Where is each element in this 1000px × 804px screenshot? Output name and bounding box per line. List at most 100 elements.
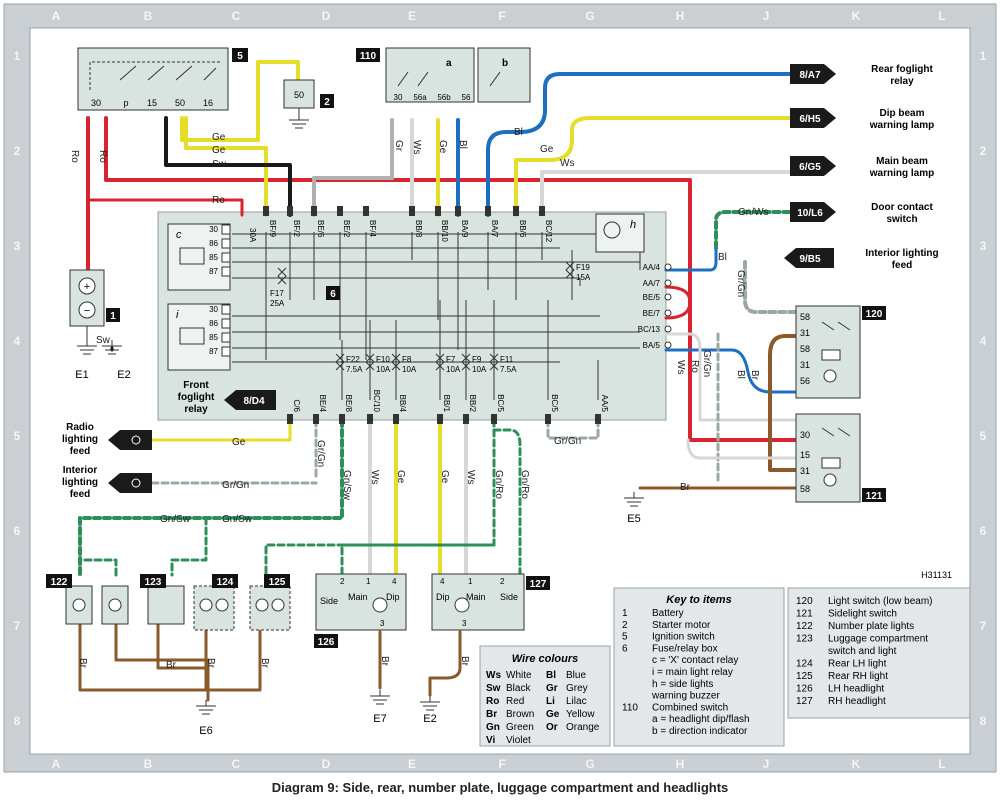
headlight-127-pin-4: 4 (440, 577, 445, 586)
fuse-name-F17: F17 (270, 289, 284, 298)
fuse-symbol (489, 353, 499, 371)
wire-gnsw-123 (170, 516, 208, 577)
connector-right-AA-4: AA/4 (643, 263, 661, 272)
buzzer-h-label: h (630, 219, 636, 231)
headlight-127-pin-3: 3 (462, 619, 467, 628)
connector-bottom-BC-5: BC/5 (496, 394, 505, 412)
headlight-127-dip: Dip (436, 592, 450, 602)
connector-top-BB-8: BB/8 (414, 220, 423, 238)
connector-bottom-BE-4: BE/4 (318, 395, 327, 413)
ref-arrow-shape (224, 390, 276, 410)
wire-label: Gn/Ro (519, 470, 530, 499)
fuse-rating-F7: 10A (446, 365, 461, 374)
grid-col-J: J (763, 9, 770, 23)
relay-c-pin-86: 86 (209, 239, 218, 248)
grid-row-4: 4 (14, 334, 21, 348)
key-description: switch and light (828, 646, 897, 657)
headlight-126-pin-2: 2 (340, 577, 345, 586)
fuse-symbol (435, 353, 445, 371)
grid-col-E: E (408, 9, 416, 23)
key-title: Key to items (666, 594, 731, 606)
lamp-number-122: 122 (51, 577, 68, 588)
connector-right-AA-7: AA/7 (643, 279, 661, 288)
connector-right-BE-5: BE/5 (643, 293, 661, 302)
wire-white-15 (686, 438, 802, 460)
battery-minus-icon: − (84, 305, 90, 317)
wire-label: Ro (97, 150, 108, 163)
ref-label-line2: foglight (178, 392, 215, 403)
ref-code: 6/H5 (799, 114, 821, 125)
wire-colour-name: White (506, 670, 532, 681)
key-description: Ignition switch (652, 632, 715, 643)
ref-label-line2: feed (892, 260, 913, 271)
fuse-symbol (277, 267, 287, 285)
key-number: 126 (796, 684, 813, 695)
starter-motor: 50 2 (283, 79, 334, 129)
connector-bottom-pin (393, 414, 399, 424)
wire-label: Br (166, 660, 177, 671)
relay-i-pin-30: 30 (209, 305, 218, 314)
combined-switch-a: a (446, 58, 452, 69)
headlight-127-number: 127 (530, 579, 547, 590)
grid-row-5: 5 (14, 429, 21, 443)
wire-blue-ba5 (664, 348, 802, 394)
wire-label: Gr/Gn (701, 350, 712, 377)
ref-label-line1: Door contact (871, 202, 933, 213)
connector-top-pin (363, 206, 369, 216)
wire-gnsw-122 (78, 558, 118, 577)
fuse-name-F9: F9 (472, 355, 482, 364)
wire-colour-code: Li (546, 696, 555, 707)
key-number: 120 (796, 596, 813, 607)
lamp-badge-123 (140, 574, 166, 588)
connector-top-pin (435, 206, 441, 216)
wire-colour-code: Ws (486, 670, 501, 681)
fuse-symbol (391, 353, 401, 371)
key-description: a = headlight dip/flash (652, 714, 750, 725)
switch-121-terminal-15: 15 (800, 450, 810, 460)
earth-label-E7: E7 (373, 713, 386, 725)
wire-gnsw-rear (78, 418, 344, 577)
grid-col-bottom-J: J (763, 757, 770, 771)
wire-label: Br (680, 482, 691, 493)
wire-label: Ro (689, 360, 700, 373)
wire-colour-name: Red (506, 696, 524, 707)
wire-label: Bl (457, 140, 468, 149)
headlight-126-side: Side (320, 596, 338, 606)
connector-top-BB-10: BB/10 (440, 220, 449, 242)
connector-bottom-C-6: C/6 (292, 400, 301, 413)
wire-red-loop (664, 285, 692, 320)
ref-arrow-shape (784, 248, 834, 268)
fuse-30a: 30A (248, 228, 257, 243)
wire-brown-e2 (428, 630, 462, 697)
headlight-127-side: Side (500, 592, 518, 602)
grid-col-bottom-F: F (498, 757, 505, 771)
wire-label: Ge (437, 140, 448, 154)
wire-label: Gn/Sw (222, 514, 253, 525)
key-number: 127 (796, 696, 813, 707)
relay-i-pin-86: 86 (209, 319, 218, 328)
headlight-126-pin-3: 3 (380, 619, 385, 628)
ref-label-line1: Dip beam (879, 108, 924, 119)
switch-120-terminal-58: 58 (800, 312, 810, 322)
connector-top-BF-9: BF/9 (268, 220, 277, 237)
ref-label-line1: Rear foglight (871, 64, 933, 75)
connector-right-pin (664, 263, 672, 271)
key-number: 110 (622, 702, 638, 713)
wire-label: Br (205, 658, 216, 669)
lamp-number-125: 125 (269, 577, 286, 588)
headlight-126-pin-1: 1 (366, 577, 371, 586)
